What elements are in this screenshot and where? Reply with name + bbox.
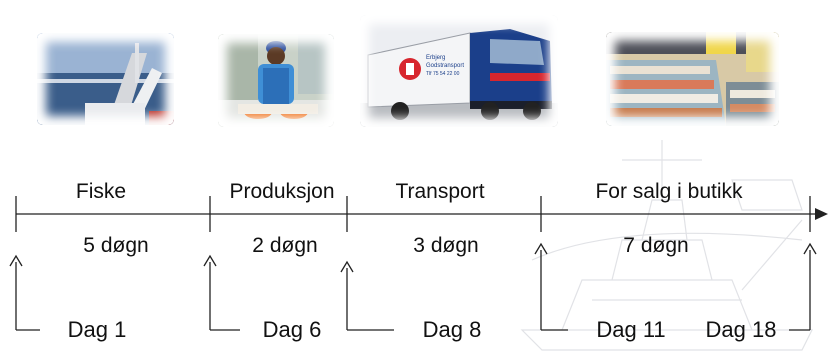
day-pointer-8 [346,268,394,331]
day-pointer-1 [15,262,40,331]
fishing-boat-photo [37,33,174,125]
day-pointer-11 [540,250,568,331]
arrowhead-day-18 [803,242,817,255]
timeline-arrowhead [815,208,828,220]
arrowhead-day-11 [534,242,548,255]
stage-label-produksjon: Produksjon [229,180,335,203]
day-label-18: Dag 18 [705,317,777,342]
stage-label-fiske: Fiske [75,180,127,203]
day-pointer-18 [789,250,811,331]
day-label-1: Dag 1 [67,317,127,342]
stage-label-butikk: For salg i butikk [595,180,743,203]
duration-transport: 3 døgn [413,234,479,257]
duration-produksjon: 2 døgn [252,234,318,257]
stage-label-transport: Transport [395,180,485,203]
fish-store-counter-photo [606,32,779,126]
duration-butikk: 7 døgn [623,234,689,257]
arrowhead-day-8 [340,260,354,273]
duration-fiske: 5 døgn [83,234,149,257]
ship-watermark [520,140,813,351]
transport-truck-photo: Erbjerg Godstransport Tlf 75 54 22 00 [360,15,558,127]
day-label-6: Dag 6 [262,317,322,342]
day-label-11: Dag 11 [596,317,666,342]
day-pointer-6 [209,262,240,331]
arrowhead-day-6 [203,254,217,267]
day-label-8: Dag 8 [422,317,482,342]
arrowhead-day-1 [9,254,23,267]
fish-processing-worker-photo [218,34,334,127]
